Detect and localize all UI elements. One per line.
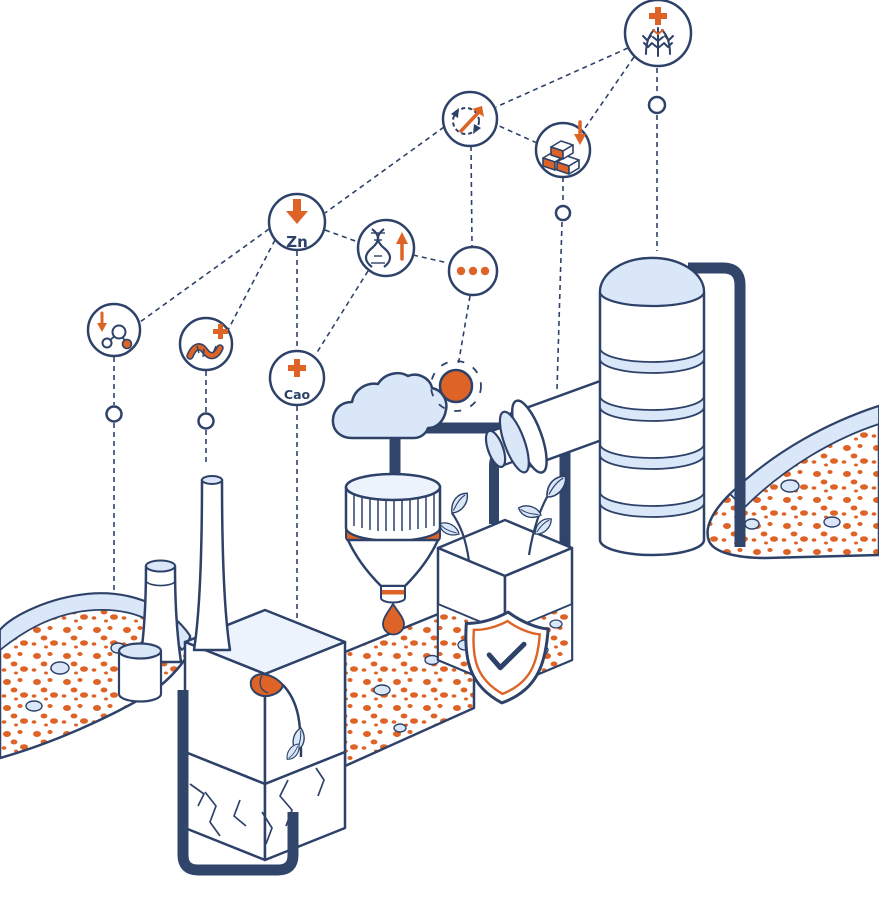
worm-icon [186, 343, 224, 360]
soil-heap-right [706, 404, 879, 560]
zinc-label: Zn [286, 233, 308, 251]
cracked-soil [183, 750, 347, 862]
metal-ingots-icon [542, 140, 580, 175]
plus-icon [288, 359, 306, 377]
tower-pipe [688, 262, 746, 547]
badge-nutrient-cycle [441, 90, 499, 148]
wheat-icon [642, 27, 674, 57]
sun-icon [430, 360, 482, 412]
chimney-wide [138, 559, 183, 664]
up-arrow-icon [459, 111, 480, 133]
shield-check [464, 610, 550, 705]
dosing-funnel [344, 472, 442, 636]
plus-icon [213, 324, 228, 339]
ellipsis-icon [456, 266, 490, 276]
calcium-label: Cao [284, 387, 311, 402]
plant-sprout [516, 472, 572, 556]
barrel [117, 642, 163, 703]
down-arrow-icon [286, 199, 308, 224]
badge-organisms-increase [178, 316, 234, 372]
badge-zinc: Zn [267, 192, 327, 252]
wilted-flower-icon [249, 673, 284, 697]
soil-stone [744, 518, 760, 530]
ground-pipe-frame [177, 690, 299, 876]
badge-dna [356, 218, 416, 278]
connector-dots [105, 95, 667, 430]
molecule-icon [101, 324, 133, 350]
badge-molecule-decrease [86, 302, 142, 358]
node-dot [197, 412, 215, 430]
badge-calcium-increase: Cao [268, 349, 326, 407]
water-droplet [382, 603, 405, 636]
soil-stone [549, 619, 563, 629]
node-dot [554, 204, 572, 222]
chimney-tall [192, 475, 232, 652]
soil-stone [373, 684, 391, 696]
dna-helix-icon [364, 228, 392, 268]
badge-crop-increase [623, 0, 693, 68]
processing-tower [598, 256, 706, 557]
cycle-arrows-icon [452, 107, 480, 135]
soil-stone [50, 661, 70, 675]
factory-soil-block [183, 608, 347, 786]
node-dot [105, 405, 123, 423]
soil-stone [393, 723, 407, 733]
connector-network [113, 47, 658, 618]
badge-more-indicators [447, 245, 499, 297]
cloud [331, 372, 448, 440]
soil-stone [823, 516, 841, 528]
node-dot [647, 95, 667, 115]
plus-icon [649, 7, 667, 25]
badge-metals-decrease [534, 120, 592, 179]
plant-sprout [436, 489, 474, 562]
wilted-plant [249, 673, 310, 763]
soil-stone [25, 700, 43, 712]
checkmark-icon [486, 641, 527, 671]
soil-stone [780, 479, 800, 493]
